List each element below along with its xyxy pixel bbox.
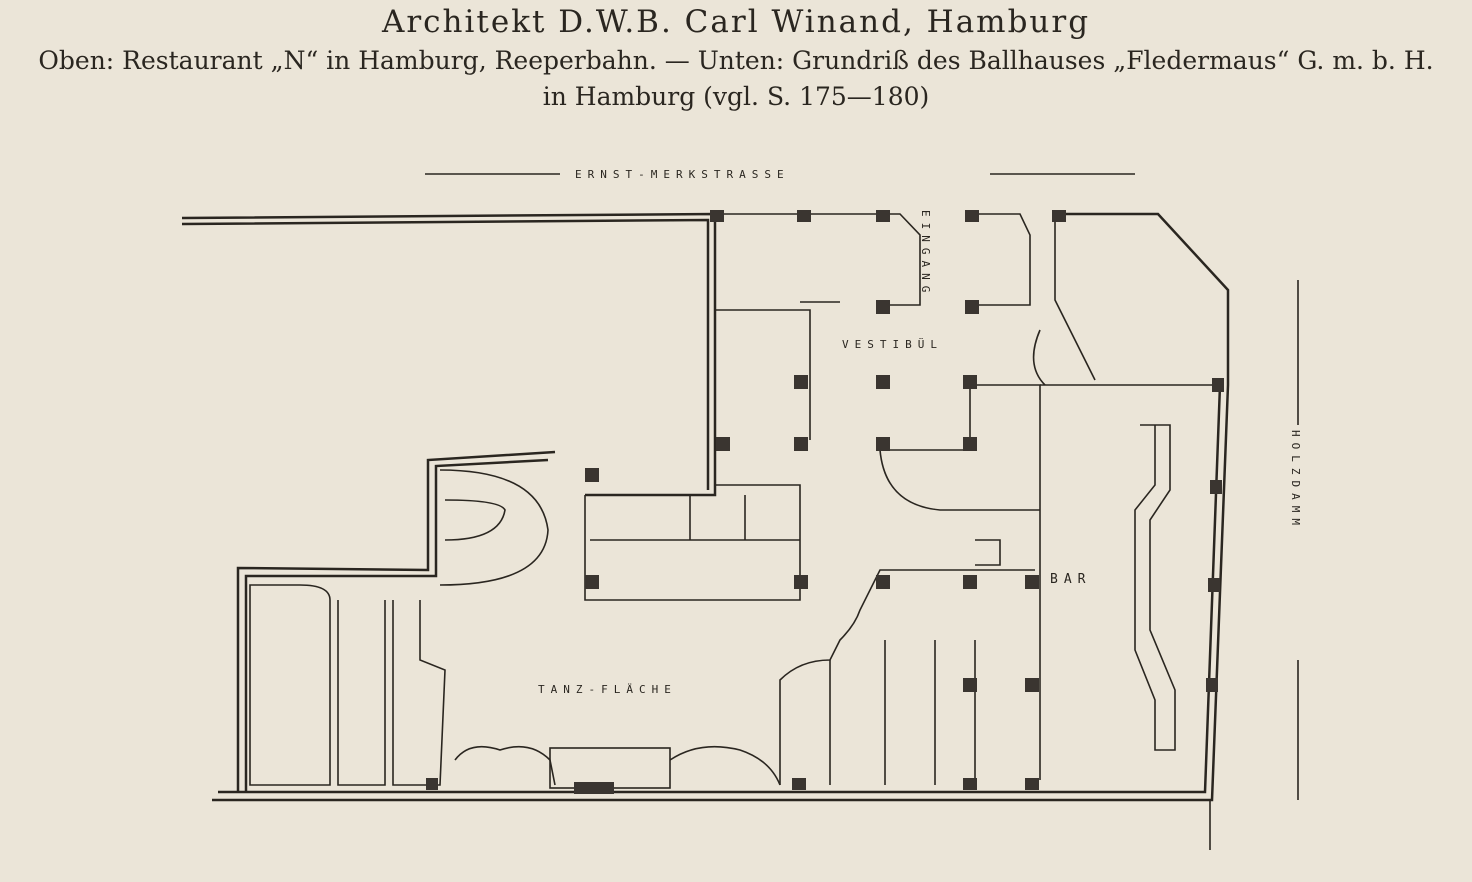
columns	[426, 210, 1224, 794]
vestibule-label: VESTIBÜL	[842, 338, 943, 351]
dance-floor-label: TANZ-FLÄCHE	[538, 683, 677, 696]
bar-label: BAR	[1050, 572, 1091, 587]
street-label-top: ERNST-MERKSTRASSE	[575, 168, 790, 181]
outer-walls	[181, 212, 1230, 850]
street-label-right: HOLZDAMM	[1289, 430, 1302, 531]
caption-line: Oben: Restaurant „N“ in Hamburg, Reeperb…	[38, 46, 1434, 75]
caption-title: Architekt D.W.B. Carl Winand, Hamburg	[381, 4, 1091, 40]
interior-walls	[249, 213, 1220, 789]
entrance-label: EINGANG	[919, 210, 932, 298]
caption-line: in Hamburg (vgl. S. 175—180)	[542, 82, 930, 111]
